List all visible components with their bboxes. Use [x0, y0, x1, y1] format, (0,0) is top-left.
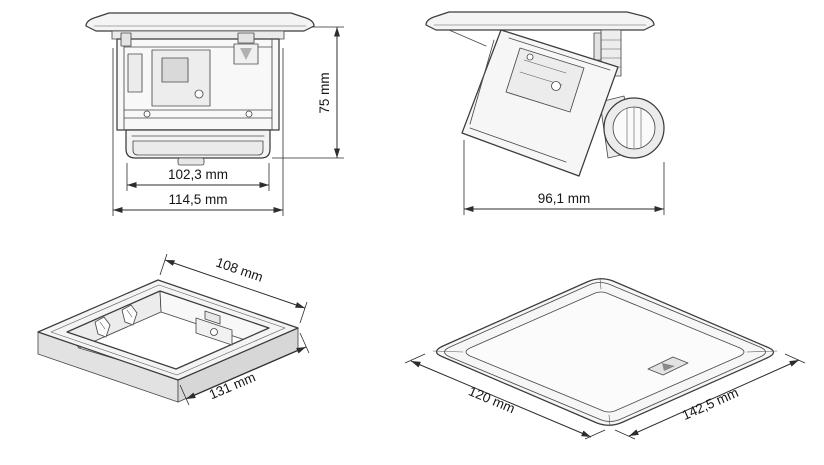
- cover-face: [465, 291, 745, 413]
- front-body-details: [120, 32, 273, 131]
- front-flange: [111, 30, 285, 40]
- dim-side-depth: 96,1 mm: [463, 140, 665, 215]
- dim-front-inner-width: 102,3 mm: [126, 163, 270, 191]
- dim-front-height: 75 mm: [272, 26, 344, 159]
- side-view: 96,1 mm: [425, 11, 665, 215]
- side-lid: [425, 11, 655, 31]
- cutout-drawing: [37, 279, 299, 403]
- cutout-bracket: [195, 310, 233, 346]
- dim-front-height-label: 75 mm: [317, 72, 332, 113]
- dim-cutout-width-label: 108 mm: [214, 255, 265, 285]
- cutout-clip: [94, 316, 111, 338]
- dim-front-inner-width-label: 102,3 mm: [168, 167, 228, 182]
- front-latch-arrow: [240, 48, 252, 60]
- dim-front-flange-width: 114,5 mm: [112, 48, 284, 216]
- dim-front-flange-width-label: 114,5 mm: [168, 192, 227, 207]
- side-body-details: [448, 29, 611, 163]
- front-release-tab: [177, 157, 205, 166]
- front-lid: [85, 12, 315, 32]
- front-view: 102,3 mm 114,5 mm 75 mm: [85, 12, 344, 216]
- dim-cover-width-label: 120 mm: [466, 383, 517, 416]
- cover-bevel: [444, 282, 766, 422]
- cutout-clip-2: [121, 304, 138, 326]
- side-drawing: [425, 11, 665, 177]
- front-drawing: [85, 12, 315, 166]
- cutout-view: 108 mm 131 mm: [37, 253, 310, 406]
- cover-view: 120 mm 142,5 mm: [404, 277, 806, 440]
- dim-side-depth-label: 96,1 mm: [538, 191, 591, 206]
- side-socket-turret: [603, 97, 665, 159]
